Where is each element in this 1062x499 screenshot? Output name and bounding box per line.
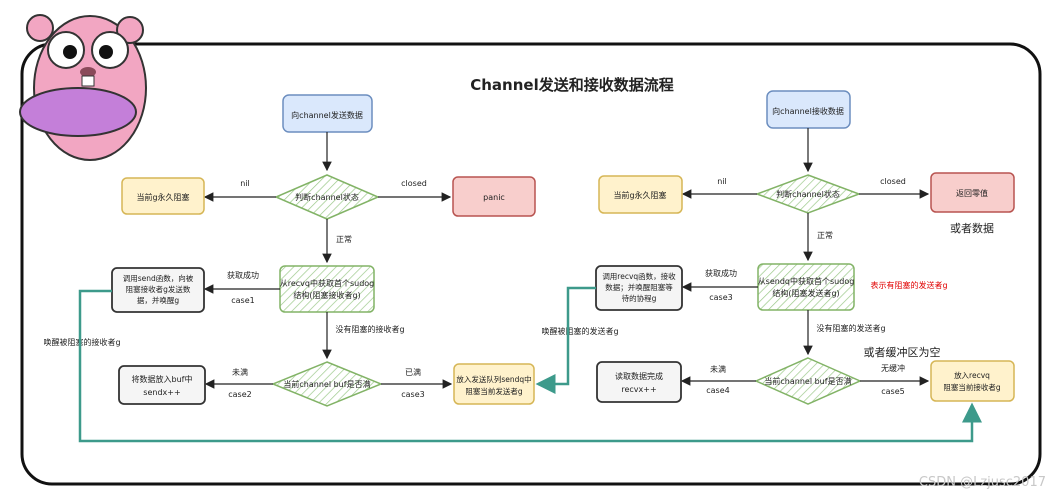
recv-or-data-label: 或者数据: [950, 221, 994, 235]
recv-return-label: 返回零值: [956, 188, 988, 198]
recv-buf-diamond: [754, 357, 862, 405]
send-case2-box: [118, 365, 206, 405]
send-case3-label: case3: [401, 390, 424, 399]
recv-case3-label: case3: [709, 293, 732, 302]
recv-case3-line2: 数据；并唤醒阻塞等: [605, 282, 673, 292]
recv-case4-line2: recvx++: [621, 385, 656, 394]
send-case1-line2: 阻塞接收者g发送数: [126, 284, 191, 294]
send-get-recv-line2: 结构(阻塞接收者g): [293, 290, 360, 300]
send-panic-box: [452, 176, 536, 217]
send-buf-label: 当前channel buf是否满: [283, 379, 370, 389]
recv-case4-box: [596, 361, 682, 403]
send-state-label: 判断channel状态: [295, 192, 359, 202]
send-case3-box: [453, 363, 535, 405]
send-case1-line1: 调用send函数，向被: [123, 273, 194, 283]
recv-case5-box: [930, 360, 1015, 402]
recv-case4-line1: 读取数据完成: [615, 371, 663, 381]
recv-return-box: [930, 172, 1015, 213]
send-start-label: 向channel发送数据: [291, 110, 363, 120]
teal-arrow-wake-receiver: [78, 289, 982, 443]
recv-closed-label: closed: [880, 177, 906, 186]
recv-hint-label: 表示有阻塞的发送者g: [870, 280, 947, 290]
recv-get-send-line2: 结构(阻塞发送者g): [772, 288, 839, 298]
recv-buf-label: 当前channel buf是否满: [764, 376, 851, 386]
recv-success-label: 获取成功: [705, 268, 737, 278]
send-case2-label: case2: [228, 390, 251, 399]
recv-no-buf-label: 无缓冲: [881, 363, 905, 373]
recv-case3-line3: 待的协程g: [622, 293, 657, 303]
send-closed-label: closed: [401, 179, 427, 188]
send-nil-block-label: 当前g永久阻塞: [136, 192, 189, 202]
send-full-label: 已满: [405, 367, 421, 377]
send-case3-line2: 阻塞当前发送者g: [465, 386, 522, 396]
diagram-title: Channel发送和接收数据流程: [470, 76, 673, 94]
send-nil-label: nil: [240, 179, 250, 188]
send-case1-line3: 据，并唤醒g: [137, 295, 179, 305]
send-success-label: 获取成功: [227, 270, 259, 280]
send-case1-label: case1: [231, 296, 254, 305]
send-get-recv-line1: 从recvq中获取首个sudog: [280, 278, 375, 288]
send-buf-diamond: [271, 361, 383, 407]
recv-normal-label: 正常: [817, 231, 833, 240]
send-case3-line1: 放入发送队列sendq中: [456, 374, 531, 384]
send-case2-line1: 将数据放入buf中: [132, 374, 193, 384]
recv-case3-line1: 调用recvq函数，接收: [602, 271, 676, 281]
recv-no-send-label: 没有阻塞的发送者g: [816, 323, 885, 333]
recv-get-send-line1: 从sendq中获取首个sudog: [758, 276, 855, 286]
recv-nil-block-box: [598, 175, 683, 214]
recv-wake-label: 唤醒被阻塞的发送者g: [541, 326, 618, 336]
send-not-full-label: 未满: [232, 367, 248, 377]
send-panic-label: panic: [483, 193, 505, 202]
teal-arrow-wake-sender: [535, 286, 596, 394]
recv-get-send-box: [757, 263, 855, 311]
recv-nil-label: nil: [717, 177, 727, 186]
recv-case5-line1: 放入recvq: [954, 370, 990, 380]
recv-case5-line2: 阻塞当前接收者g: [943, 382, 1000, 392]
recv-start-label: 向channel接收数据: [772, 106, 844, 116]
send-nil-block-box: [121, 177, 205, 215]
recv-case5-label: case5: [881, 387, 904, 396]
outer-frame: [20, 42, 1042, 486]
recv-state-label: 判断channel状态: [776, 189, 840, 199]
gopher-mascot-icon: [19, 14, 147, 161]
send-no-recv-label: 没有阻塞的接收者g: [335, 324, 404, 334]
recv-or-buf-empty-label: 或者缓冲区为空: [864, 345, 941, 359]
recv-not-full-label: 未满: [710, 364, 726, 374]
recv-case4-label: case4: [706, 386, 729, 395]
send-wake-label: 唤醒被阻塞的接收者g: [43, 337, 120, 347]
send-case2-line2: sendx++: [143, 388, 180, 397]
recv-nil-block-label: 当前g永久阻塞: [613, 190, 666, 200]
watermark-text: CSDN @Lzjusc2017: [919, 475, 1046, 490]
send-normal-label: 正常: [336, 235, 352, 244]
send-get-recv-box: [279, 265, 375, 313]
